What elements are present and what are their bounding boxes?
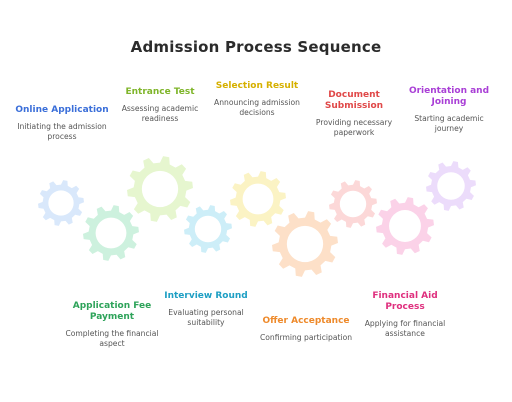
step-description: Completing the financial aspect xyxy=(65,329,159,348)
step-document-submission: Document Submission Providing necessary … xyxy=(306,90,402,138)
step-description: Evaluating personal suitability xyxy=(168,308,244,327)
step-description: Confirming participation xyxy=(259,333,353,342)
step-label: Financial Aid Process xyxy=(372,291,438,312)
step-description: Providing necessary paperwork xyxy=(315,118,393,137)
step-label: Online Application xyxy=(15,105,109,115)
step-label: Selection Result xyxy=(215,81,299,91)
step-application-fee-payment: Application Fee Payment Completing the f… xyxy=(64,301,160,349)
gear-orientation-icon xyxy=(426,161,476,211)
gear-offer-acceptance-icon xyxy=(272,211,338,277)
gear-hole xyxy=(437,172,465,200)
gear-hole xyxy=(95,217,127,249)
gear-financial-aid-icon xyxy=(376,197,434,255)
step-description: Starting academic journey xyxy=(414,114,484,133)
step-offer-acceptance: Offer Acceptance Confirming participatio… xyxy=(258,316,354,343)
step-selection-result: Selection Result Announcing admission de… xyxy=(209,81,305,118)
diagram-title: Admission Process Sequence xyxy=(130,38,382,56)
step-online-application: Online Application Initiating the admiss… xyxy=(14,105,110,142)
gear-hole xyxy=(48,190,74,216)
gear-hole xyxy=(242,183,274,215)
gear-hole xyxy=(194,215,222,243)
gear-hole xyxy=(339,190,367,218)
gear-selection-result-icon xyxy=(230,171,286,227)
gear-hole xyxy=(141,170,179,208)
step-orientation-and-joining: Orientation and Joining Starting academi… xyxy=(401,86,497,134)
step-description: Initiating the admission process xyxy=(17,122,107,141)
gear-online-application-icon xyxy=(38,180,84,226)
step-description: Applying for financial assistance xyxy=(364,319,446,338)
gear-document-submission-icon xyxy=(329,180,377,228)
step-label: Entrance Test xyxy=(125,87,195,97)
step-label: Document Submission xyxy=(324,90,384,111)
step-label: Application Fee Payment xyxy=(72,301,152,322)
gear-hole xyxy=(389,210,421,242)
step-entrance-test: Entrance Test Assessing academic readine… xyxy=(112,87,208,124)
step-description: Announcing admission decisions xyxy=(214,98,300,117)
step-financial-aid-process: Financial Aid Process Applying for finan… xyxy=(357,291,453,339)
gear-interview-round-icon xyxy=(184,205,232,253)
step-label: Orientation and Joining xyxy=(408,86,490,107)
gear-fee-payment-icon xyxy=(83,205,139,261)
gear-entrance-test-icon xyxy=(127,156,193,222)
step-description: Assessing academic readiness xyxy=(121,104,199,123)
step-label: Offer Acceptance xyxy=(262,316,350,326)
step-label: Interview Round xyxy=(164,291,248,301)
gear-hole xyxy=(286,225,324,263)
step-interview-round: Interview Round Evaluating personal suit… xyxy=(158,291,254,328)
